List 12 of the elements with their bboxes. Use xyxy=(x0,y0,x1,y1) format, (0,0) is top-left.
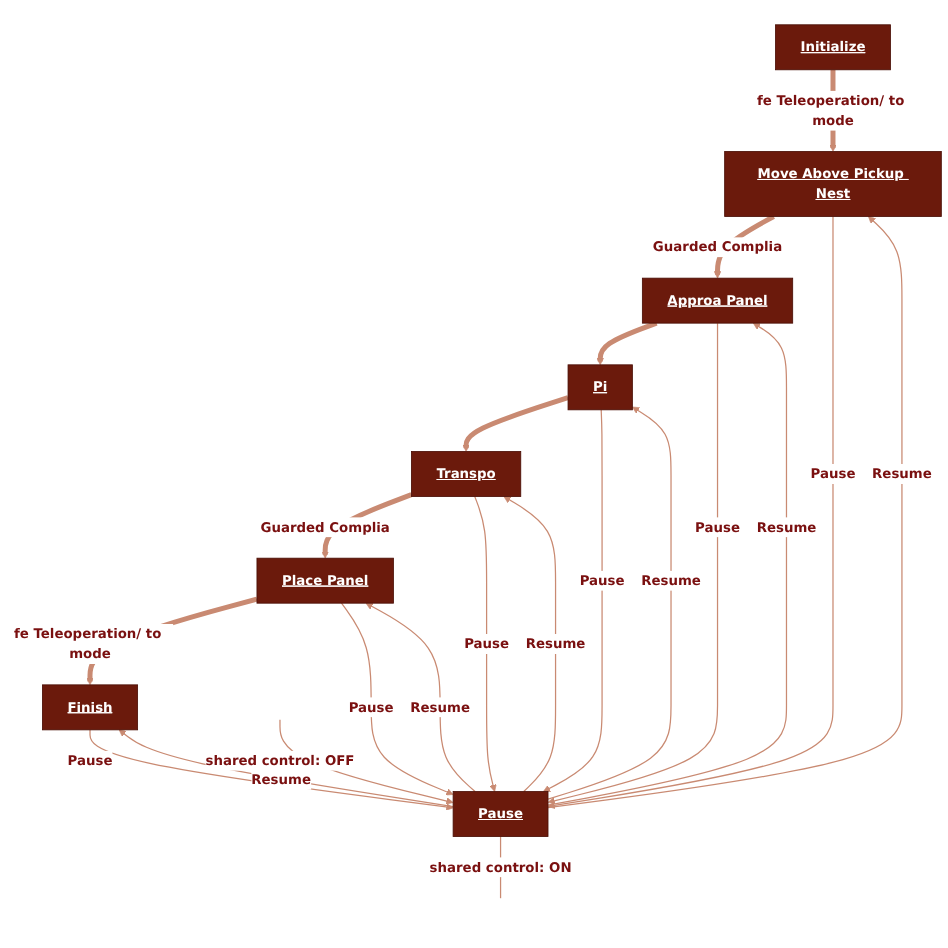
arrow xyxy=(365,602,476,793)
arrow xyxy=(547,406,672,800)
arrow xyxy=(547,322,719,805)
arrow xyxy=(503,496,557,793)
arrow xyxy=(462,395,569,452)
arrow xyxy=(547,215,834,809)
arrow xyxy=(547,322,788,806)
arrow xyxy=(547,216,903,809)
arrow xyxy=(596,320,658,366)
arrow xyxy=(340,602,454,796)
arrow xyxy=(474,495,497,792)
arrow xyxy=(543,409,603,792)
